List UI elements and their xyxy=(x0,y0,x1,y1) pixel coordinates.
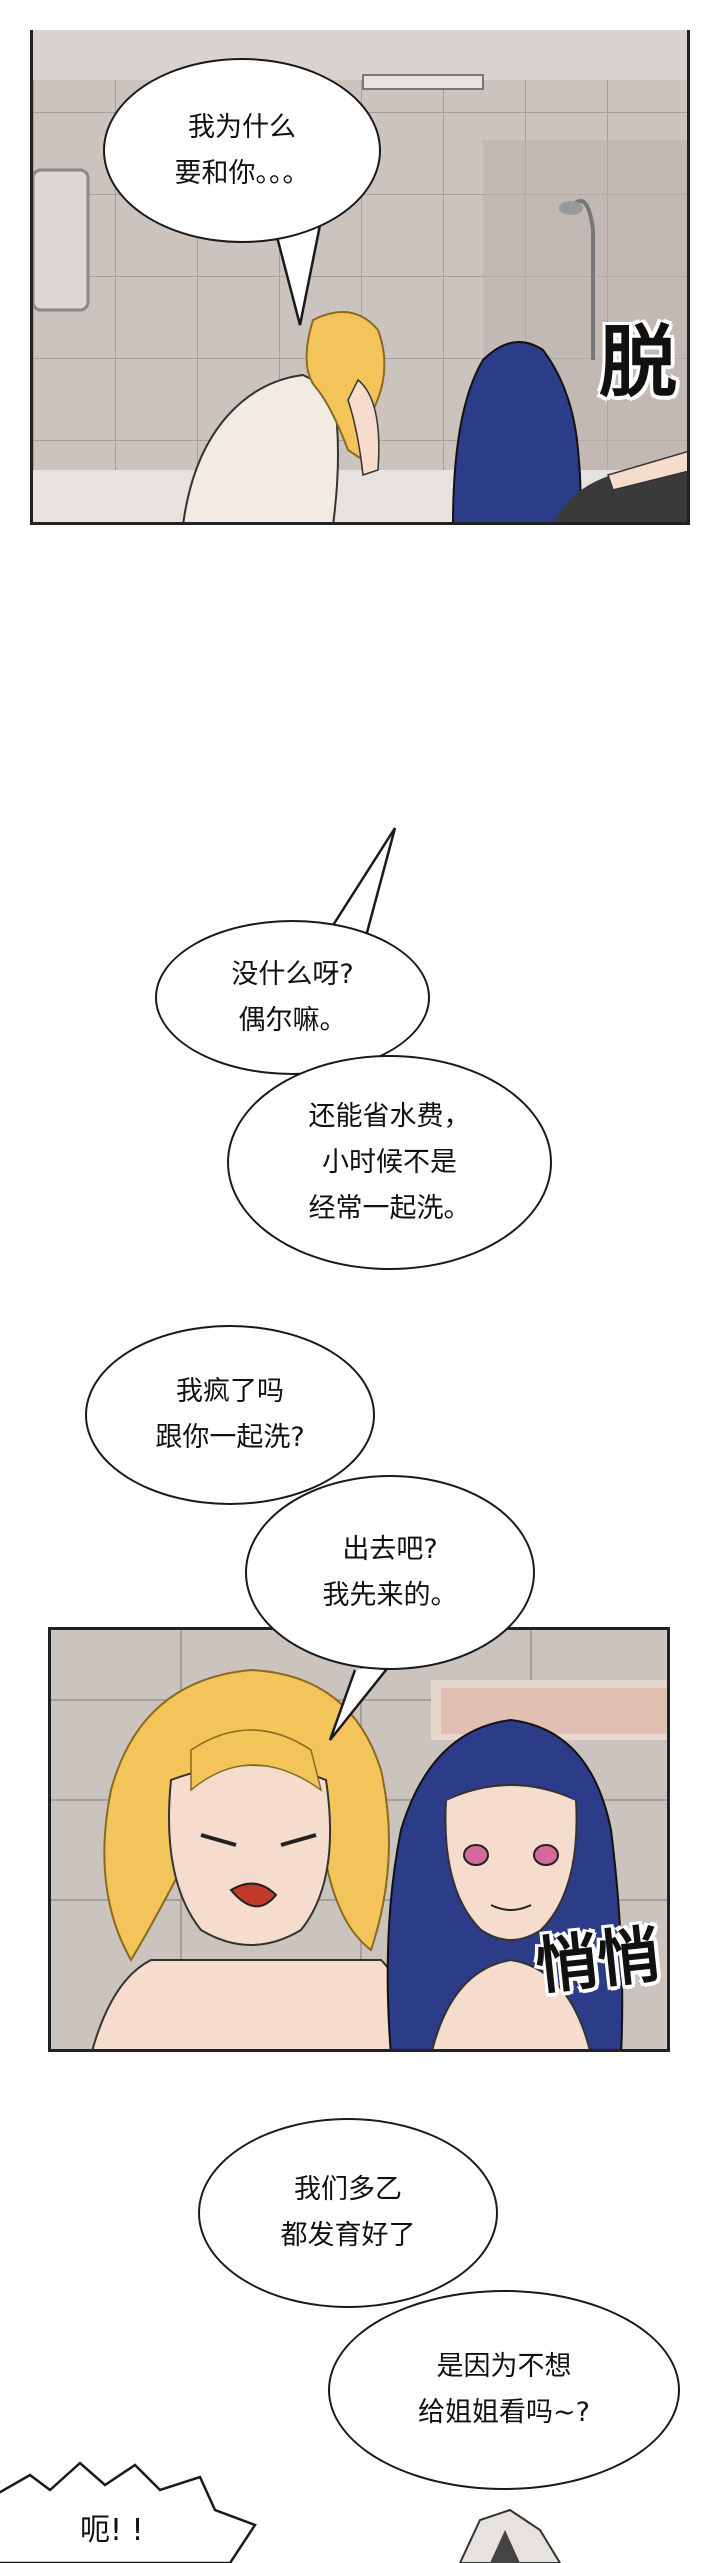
speech-bubble-5: 出去吧? 我先来的。 xyxy=(245,1475,535,1670)
tail-b2 xyxy=(328,827,397,941)
speech-bubble-6: 我们多乙 都发育好了 xyxy=(198,2118,498,2308)
bubble-7-text: 是因为不想 给姐姐看吗~? xyxy=(418,2351,590,2428)
bubble-6-text: 我们多乙 都发育好了 xyxy=(280,2174,416,2251)
bubble-2-text: 没什么呀? 偶尔嘛。 xyxy=(231,958,354,1036)
sfx-undress: 脱 xyxy=(598,318,677,408)
blue-hair-girl xyxy=(452,341,582,522)
blonde-girl-towel xyxy=(182,373,339,522)
shout-text: 呃! ! xyxy=(80,2513,144,2548)
speech-bubble-7: 是因为不想 给姐姐看吗~? xyxy=(328,2290,680,2490)
shout-bubble xyxy=(0,2461,257,2563)
partial-figure xyxy=(458,2508,562,2563)
panel-closeup: 悄悄 xyxy=(48,1627,670,2052)
speech-bubble-3: 还能省水费， 小时候不是 经常一起洗。 xyxy=(227,1055,552,1270)
bubble-1-text: 我为什么 要和你。。。 xyxy=(174,111,310,189)
ceiling-light xyxy=(362,74,484,90)
bubble-5-text: 出去吧? 我先来的。 xyxy=(322,1533,458,1611)
speech-bubble-2: 没什么呀? 偶尔嘛。 xyxy=(155,920,430,1075)
speech-bubble-1: 我为什么 要和你。。。 xyxy=(103,58,381,243)
sfx-quietly: 悄悄 xyxy=(532,1917,664,2004)
speech-bubble-4: 我疯了吗 跟你一起洗? xyxy=(85,1325,375,1505)
bubble-4-text: 我疯了吗 跟你一起洗? xyxy=(155,1376,305,1453)
bubble-3-text: 还能省水费， 小时候不是 经常一起洗。 xyxy=(308,1100,471,1224)
